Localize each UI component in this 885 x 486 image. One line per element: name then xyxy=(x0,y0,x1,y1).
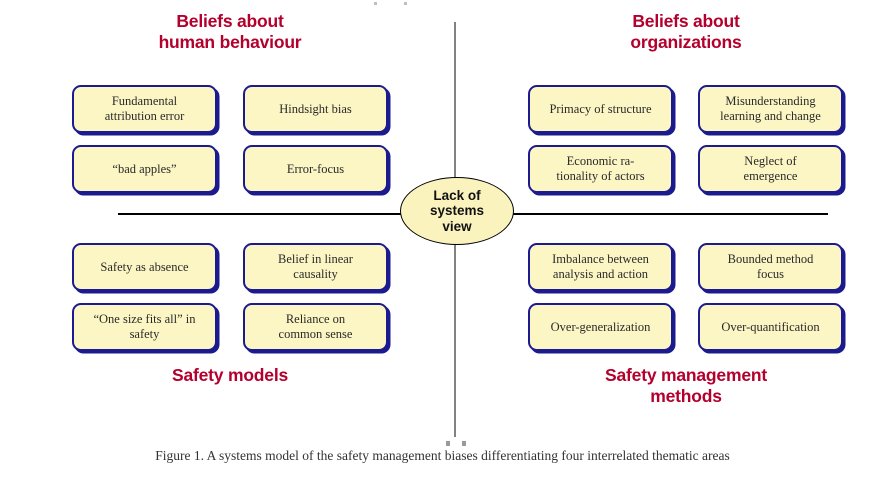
quadrant-heading-beliefs-about-organizations: Beliefs about organizations xyxy=(630,11,742,52)
quadrant-heading-safety-management-methods: Safety management methods xyxy=(605,365,767,406)
figure-caption: Figure 1. A systems model of the safety … xyxy=(155,448,730,463)
node-safety-as-absence[interactable]: Safety as absence xyxy=(72,243,217,291)
scan-artifact xyxy=(404,2,407,5)
node-hindsight-bias[interactable]: Hindsight bias xyxy=(243,85,388,133)
node-primacy-of-structure[interactable]: Primacy of structure xyxy=(528,85,673,133)
node-misunderstanding-learning-and-change[interactable]: Misunderstanding learning and change xyxy=(698,85,843,133)
scan-artifact xyxy=(446,441,450,446)
node-over-generalization[interactable]: Over-generalization xyxy=(528,303,673,351)
node-imbalance-between-analysis-and-action[interactable]: Imbalance between analysis and action xyxy=(528,243,673,291)
node-bad-apples[interactable]: “bad apples” xyxy=(72,145,217,193)
node-bounded-method-focus[interactable]: Bounded method focus xyxy=(698,243,843,291)
node-fundamental-attribution-error[interactable]: Fundamental attribution error xyxy=(72,85,217,133)
quadrant-heading-safety-models: Safety models xyxy=(171,365,289,385)
node-one-size-fits-all-in-safety[interactable]: “One size fits all” in safety xyxy=(72,303,217,351)
center-node-lack-of-systems-view[interactable]: Lack of systems view xyxy=(400,177,514,245)
node-over-quantification[interactable]: Over-quantification xyxy=(698,303,843,351)
node-economic-rationality-of-actors[interactable]: Economic ra- tionality of actors xyxy=(528,145,673,193)
node-neglect-of-emergence[interactable]: Neglect of emergence xyxy=(698,145,843,193)
node-reliance-on-common-sense[interactable]: Reliance on common sense xyxy=(243,303,388,351)
quadrant-heading-beliefs-about-human-behaviour: Beliefs about human behaviour xyxy=(158,11,302,52)
node-error-focus[interactable]: Error-focus xyxy=(243,145,388,193)
scan-artifact xyxy=(462,441,466,446)
node-belief-in-linear-causality[interactable]: Belief in linear causality xyxy=(243,243,388,291)
scan-artifact xyxy=(374,2,377,5)
